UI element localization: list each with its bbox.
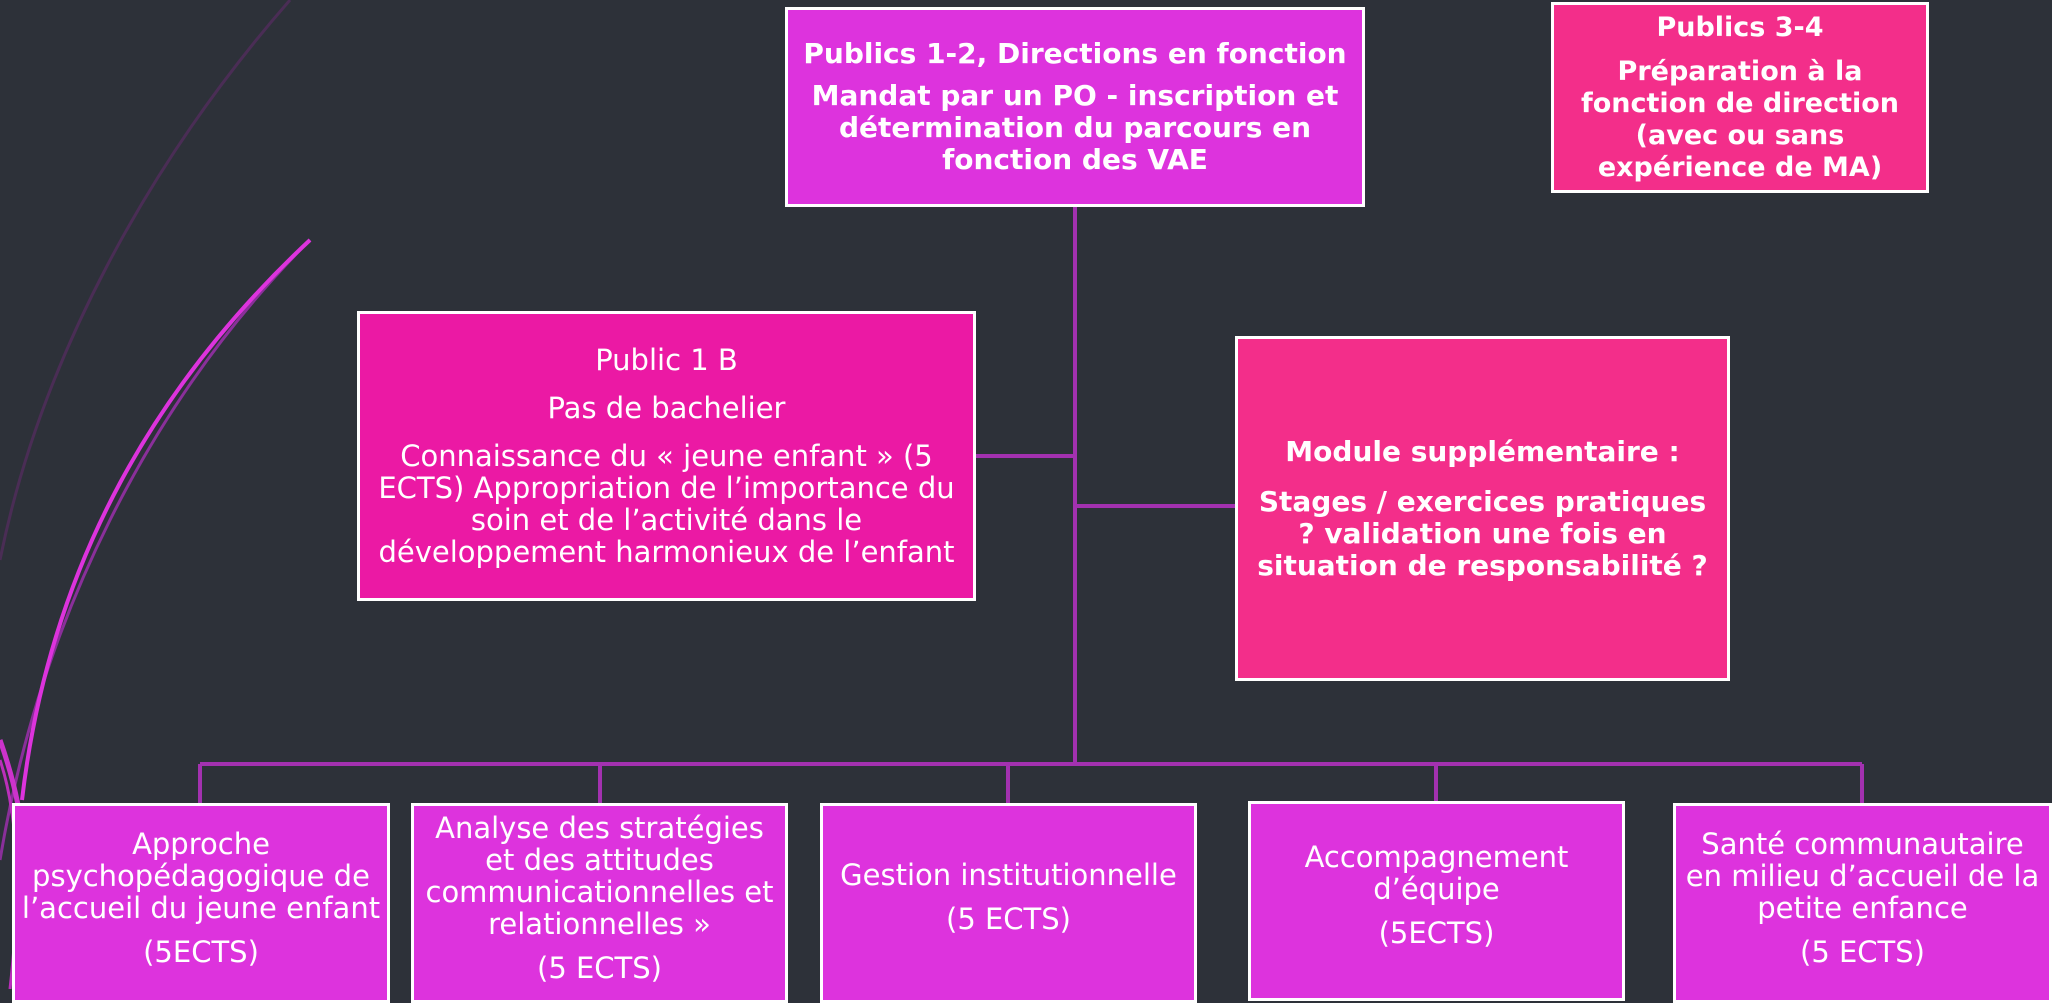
bottom-box-credits: (5 ECTS) [946,902,1071,936]
public1b-box: Public 1 B Pas de bachelier Connaissance… [357,311,976,601]
module-box-title: Module supplémentaire : [1285,434,1680,468]
right-box: Publics 3-4 Préparation à la fonction de… [1551,2,1929,193]
bottom-box-psychopedagogie: Approche psychopédagogique de l’accueil … [12,803,390,1003]
bottom-box-text: Santé communautaire en milieu d’accueil … [1685,827,2040,925]
top-box-title: Publics 1-2, Directions en fonction [803,37,1347,70]
bottom-box-credits: (5 ECTS) [537,951,662,985]
bottom-box-sante: Santé communautaire en milieu d’accueil … [1673,803,2052,1003]
bottom-box-communication: Analyse des stratégies et des attitudes … [411,803,788,1003]
bottom-box-text: Approche psychopédagogique de l’accueil … [21,827,381,925]
bottom-box-credits: (5ECTS) [1378,916,1495,950]
bottom-box-credits: (5ECTS) [143,935,259,969]
deco-curve-dark [0,0,292,561]
module-box: Module supplémentaire : Stages / exercic… [1235,336,1730,681]
top-box: Publics 1-2, Directions en fonction Mand… [785,7,1365,207]
bottom-box-text: Gestion institutionnelle [840,858,1177,892]
deco-curve-bright [20,238,312,801]
bottom-box-credits: (5 ECTS) [1800,935,1925,969]
bottom-box-gestion: Gestion institutionnelle (5 ECTS) [820,803,1197,1003]
deco-curve-purple [0,238,312,861]
right-box-title: Publics 3-4 [1656,11,1824,43]
public1b-subtitle: Pas de bachelier [547,391,786,425]
bottom-box-text: Analyse des stratégies et des attitudes … [425,811,774,941]
bottom-box-accompagnement: Accompagnement d’équipe (5ECTS) [1248,801,1625,1001]
public1b-title: Public 1 B [595,343,738,377]
bottom-box-text: Accompagnement d’équipe [1304,840,1569,906]
module-box-text: Stages / exercices pratiques ? validatio… [1257,484,1708,582]
right-box-text: Préparation à la fonction de direction (… [1580,55,1900,183]
top-box-text: Mandat par un PO - inscription et déterm… [811,79,1339,176]
public1b-text: Connaissance du « jeune enfant » (5 ECTS… [378,439,955,569]
